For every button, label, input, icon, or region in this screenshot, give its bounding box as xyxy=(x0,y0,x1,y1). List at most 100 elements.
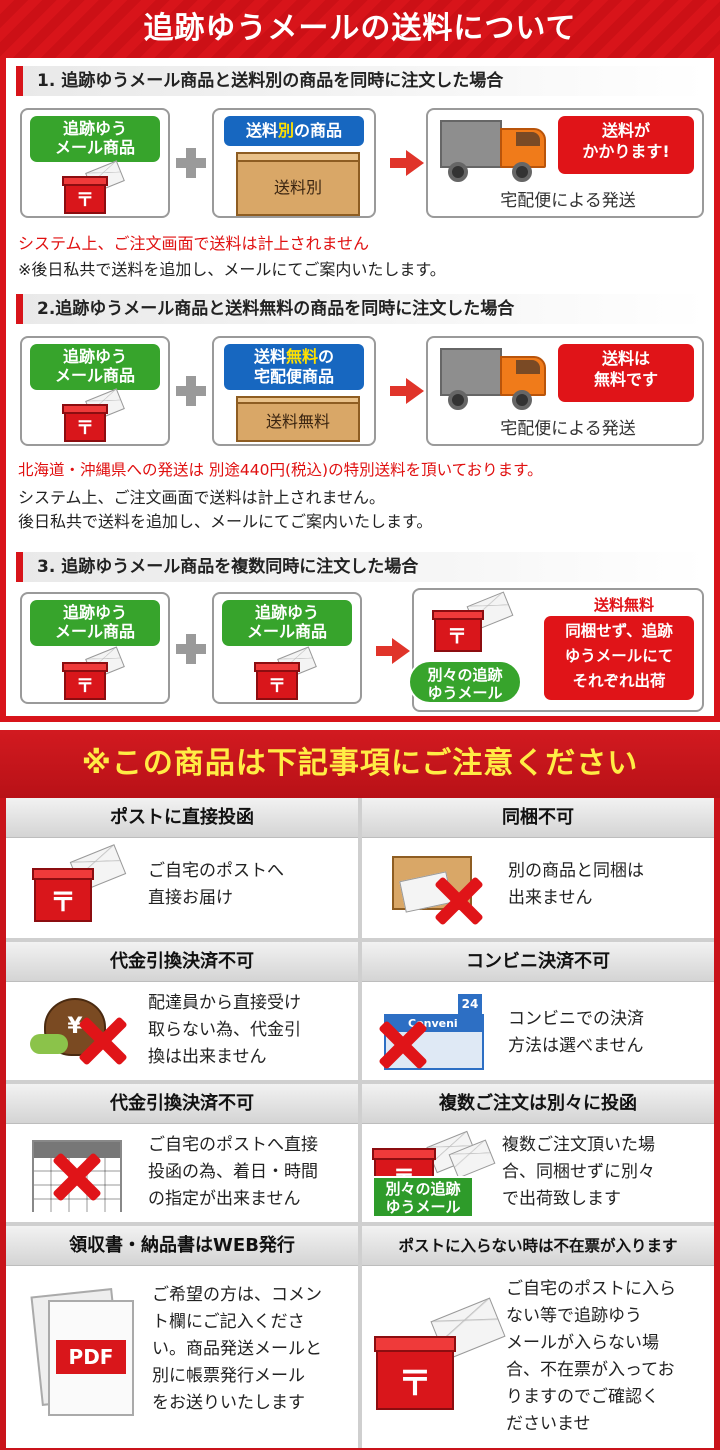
badge-line: 無料です xyxy=(593,370,658,389)
text-line: ト欄にご記入くださ xyxy=(152,1312,305,1332)
cell-heading: 同梱不可 xyxy=(362,798,714,838)
text-line: をお送りいたします xyxy=(152,1393,305,1413)
notice-cell-separate-post: 複数ご注文は別々に投函 〒 別々の追跡 ゆうメール 複数ご注文頂いた場 合、同梱… xyxy=(362,1084,714,1222)
cell-heading: ポストに入らない時は不在票が入ります xyxy=(362,1226,714,1266)
text-line: 取らない為、代金引 xyxy=(148,1020,301,1040)
text-line: 複数ご注文頂いた場 xyxy=(502,1135,655,1155)
shipping-case-2: 2.追跡ゆうメール商品と送料無料の商品を同時に注文した場合 追跡ゆう メール商品… xyxy=(6,286,714,536)
shipping-free-badge: 送料は 無料です xyxy=(558,344,694,402)
notice-cell-absence-slip: ポストに入らない時は不在票が入ります 〒 ご自宅のポストに入ら ない等で追跡ゆう… xyxy=(362,1226,714,1448)
shipping-title: 追跡ゆうメールの送料について xyxy=(0,0,720,58)
text-line: ない等で追跡ゆう xyxy=(506,1306,642,1326)
text-line: 投函の為、着日・時間 xyxy=(148,1162,318,1182)
text-line: メールが入らない場 xyxy=(506,1333,659,1353)
text-line: 合、同梱せずに別々 xyxy=(502,1162,655,1182)
separate-shipping-badge: 同梱せず、追跡 ゆうメールにて それぞれ出荷 xyxy=(544,616,694,700)
yumail-product-label: 追跡ゆう メール商品 xyxy=(30,344,160,390)
badge-line: 同梱せず、追跡 xyxy=(565,622,673,640)
text-line: 配達員から直接受け xyxy=(148,993,301,1013)
text-line: ご自宅のポストへ xyxy=(148,861,284,881)
notice-cell-direct-post: ポストに直接投函 〒 ご自宅のポストへ 直接お届け xyxy=(6,798,358,938)
shipping-section: 追跡ゆうメールの送料について 1. 追跡ゆうメール商品と送料別の商品を同時に注文… xyxy=(0,0,720,722)
yumail-product-label: 追跡ゆう メール商品 xyxy=(222,600,352,646)
case-heading: 2.追跡ゆうメール商品と送料無料の商品を同時に注文した場合 xyxy=(16,294,706,324)
label-part: 送料 xyxy=(253,347,286,366)
label-highlight: 別 xyxy=(277,121,294,140)
case-heading: 1. 追跡ゆうメール商品と送料別の商品を同時に注文した場合 xyxy=(16,66,706,96)
text-line: 別に帳票発行メール xyxy=(152,1366,305,1386)
yumail-product-card: 追跡ゆう メール商品 〒 xyxy=(20,592,170,704)
courier-shipping-result: 送料は 無料です 宅配便による発送 xyxy=(426,336,704,446)
text-line: ご自宅のポストに入ら xyxy=(506,1279,676,1299)
mailbox-icon: 〒 xyxy=(428,591,518,658)
cell-text: ご希望の方は、コメン ト欄にご記入くださ い。商品発送メールと 別に帳票発行メー… xyxy=(152,1282,322,1417)
text-line: い。商品発送メールと xyxy=(152,1339,322,1359)
arrow-right-icon xyxy=(376,638,410,664)
note: 後日私共で送料を追加し、メールにてご案内いたします。 xyxy=(18,512,433,531)
cell-text: 複数ご注文頂いた場 合、同梱せずに別々 で出荷致します xyxy=(502,1132,655,1213)
cell-text: ご自宅のポストに入ら ない等で追跡ゆう メールが入らない場 合、不在票が入ってお… xyxy=(506,1276,676,1438)
cell-heading: 複数ご注文は別々に投函 xyxy=(362,1084,714,1124)
cell-text: ご自宅のポストへ 直接お届け xyxy=(148,858,284,912)
pdf-label: PDF xyxy=(56,1340,126,1374)
label-part: の商品 xyxy=(294,121,343,140)
text-line: りますのでご確認く xyxy=(506,1387,659,1407)
cross-icon xyxy=(78,1016,128,1066)
text-line: ご自宅のポストへ直接 xyxy=(148,1135,318,1155)
label-line: 追跡ゆう xyxy=(62,347,127,366)
label-highlight: 無料 xyxy=(285,347,318,366)
text-line: 直接お届け xyxy=(148,888,233,908)
note-red: 北海道・沖縄県への発送は 別途440円(税込)の特別送料を頂いております。 xyxy=(18,461,543,479)
separate-shipping-product-card: 送料別の商品 送料別 xyxy=(212,108,376,218)
mailbox-icon: 〒 xyxy=(62,646,132,702)
cross-icon xyxy=(52,1152,102,1202)
cross-icon xyxy=(378,1020,428,1070)
mailbox-icon: 〒 xyxy=(370,1297,510,1418)
arrow-right-icon xyxy=(390,378,424,404)
badge-line: ゆうメールにて xyxy=(564,647,674,665)
free-shipping-tag: 送料無料 xyxy=(593,596,654,614)
plus-icon xyxy=(174,146,208,180)
shipping-charged-badge: 送料が かかります! xyxy=(558,116,694,174)
text-line: 合、不在票が入ってお xyxy=(506,1360,675,1380)
cell-heading: 代金引換決済不可 xyxy=(6,942,358,982)
note: ※後日私共で送料を追加し、メールにてご案内いたします。 xyxy=(18,260,446,279)
note-red: システム上、ご注文画面で送料は計上されません xyxy=(18,234,370,253)
notice-cell-web-receipt: 領収書・納品書はWEB発行 PDF ご希望の方は、コメン ト欄にご記入くださ い… xyxy=(6,1226,358,1448)
label-line: メール商品 xyxy=(54,366,135,385)
label-line: 追跡ゆう xyxy=(254,603,319,622)
text-line: コンビニでの決済 xyxy=(508,1009,644,1029)
bubble-line: ゆうメール xyxy=(427,684,503,702)
badge-line: それぞれ出荷 xyxy=(572,672,666,690)
free-shipping-product-card: 送料無料の 宅配便商品 送料無料 xyxy=(212,336,376,446)
note: システム上、ご注文画面で送料は計上されません。 xyxy=(18,488,386,507)
separate-yumail-result: 〒 別々の追跡 ゆうメール 送料無料 同梱せず、追跡 ゆうメールにて それぞれ出… xyxy=(408,588,704,712)
plus-icon xyxy=(174,632,208,666)
cell-text: 別の商品と同梱は 出来ません xyxy=(508,858,644,912)
text-line: の指定が出来ません xyxy=(148,1189,301,1209)
notice-cell-no-bundling: 同梱不可 別の商品と同梱は 出来ません xyxy=(362,798,714,938)
cell-heading: コンビニ決済不可 xyxy=(362,942,714,982)
text-line: ださいませ xyxy=(506,1414,591,1434)
badge-line: かかります! xyxy=(582,142,670,161)
shipping-case-3: 3. 追跡ゆうメール商品を複数同時に注文した場合 追跡ゆう メール商品 〒 追跡… xyxy=(6,544,714,716)
mailbox-icon: 〒 xyxy=(254,646,324,702)
badge-line: ゆうメール xyxy=(385,1198,461,1216)
free-shipping-label: 送料無料の 宅配便商品 xyxy=(224,344,364,390)
cell-heading: 代金引換決済不可 xyxy=(6,1084,358,1124)
label-line: メール商品 xyxy=(54,138,135,157)
courier-text: 宅配便による発送 xyxy=(500,191,636,211)
shipping-body: 1. 追跡ゆうメール商品と送料別の商品を同時に注文した場合 追跡ゆう メール商品… xyxy=(6,58,714,716)
truck-icon xyxy=(440,116,556,186)
label-part: 送料 xyxy=(245,121,278,140)
text-line: 出来ません xyxy=(508,888,593,908)
yumail-product-card: 追跡ゆう メール商品 〒 xyxy=(212,592,362,704)
notice-cell-no-convenience: コンビニ決済不可 Conveni 24 コンビニでの決済 方法は選べません xyxy=(362,942,714,1080)
yumail-product-label: 追跡ゆう メール商品 xyxy=(30,116,160,162)
label-line: 宅配便商品 xyxy=(253,367,334,386)
courier-shipping-result: 送料が かかります! 宅配便による発送 xyxy=(426,108,704,218)
cardboard-box-icon: 送料別 xyxy=(236,160,360,216)
notice-grid: ポストに直接投函 〒 ご自宅のポストへ 直接お届け 同梱不可 別の商品と同梱は … xyxy=(6,798,714,1448)
cell-text: 配達員から直接受け 取らない為、代金引 換は出来ません xyxy=(148,990,301,1071)
text-line: で出荷致します xyxy=(502,1189,621,1209)
